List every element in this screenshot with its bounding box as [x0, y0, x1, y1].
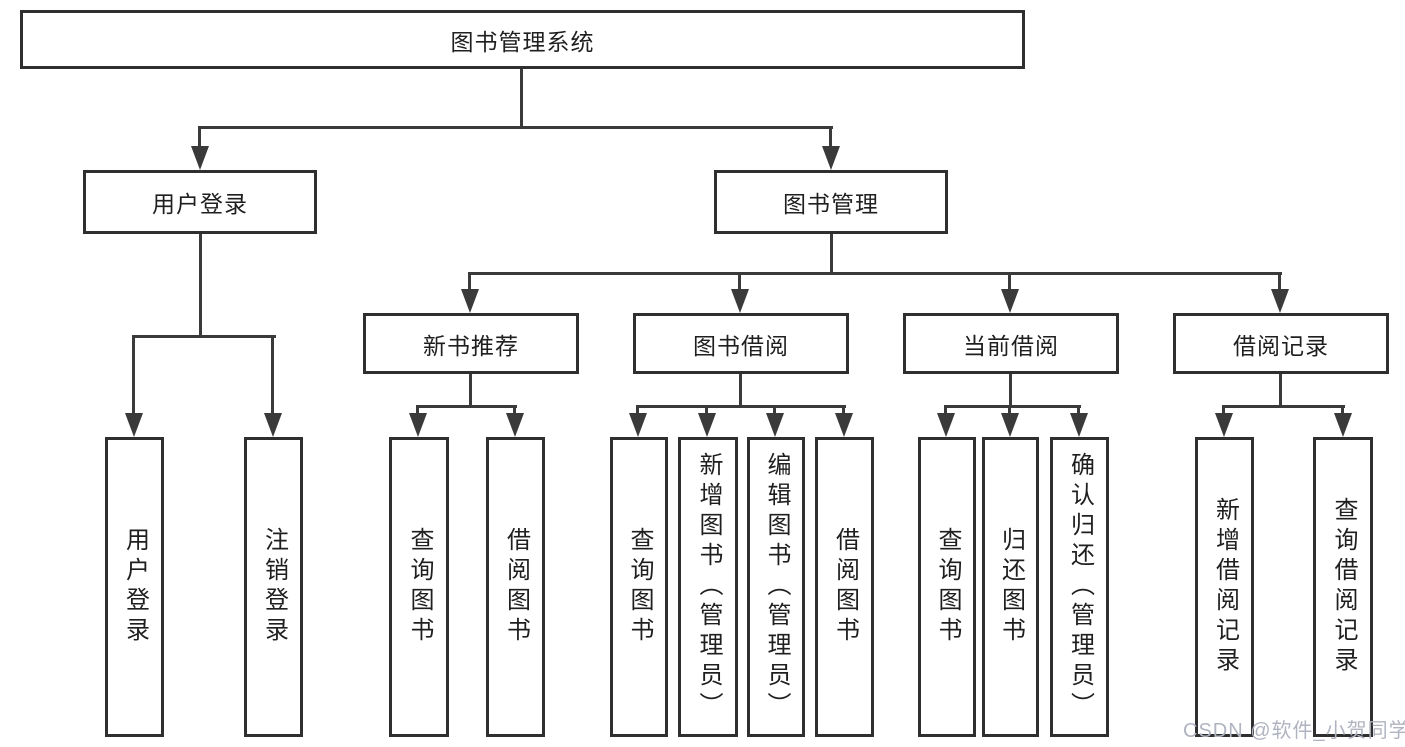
connector-arrow-line: [416, 405, 419, 417]
arrowhead-icon: [461, 289, 479, 313]
connector-arrow-line: [1222, 405, 1225, 417]
connector-line: [417, 405, 517, 408]
connector-arrow-line: [1008, 405, 1011, 417]
current-borrowing-node: 当前借阅: [903, 313, 1119, 374]
arrowhead-icon: [1001, 289, 1019, 313]
arrowhead-icon: [506, 413, 524, 437]
arrowhead-icon: [264, 413, 282, 437]
book-management-node: 图书管理: [714, 170, 948, 234]
connector-arrow-line: [468, 272, 471, 293]
connector-line: [199, 126, 833, 129]
connector-line: [469, 272, 1282, 275]
leaf-query-books-1-node: 查询图书: [389, 437, 449, 737]
connector-arrow-line: [773, 405, 776, 417]
user-login-node: 用户登录: [83, 170, 317, 234]
connector-arrow-line: [705, 405, 708, 417]
connector-arrow-line: [271, 335, 274, 417]
connector-line: [1223, 405, 1345, 408]
leaf-return-book-node: 归还图书: [982, 437, 1039, 737]
connector-arrow-line: [1341, 405, 1344, 417]
leaf-logout-node: 注销登录: [244, 437, 303, 737]
arrowhead-icon: [835, 413, 853, 437]
connector-line: [1009, 373, 1012, 407]
connector-arrow-line: [1278, 272, 1281, 293]
leaf-add-book-admin-node: 新增图书（管理员）: [678, 437, 738, 737]
connector-arrow-line: [636, 405, 639, 417]
leaf-confirm-return-admin-node: 确认归还（管理员）: [1050, 437, 1109, 737]
leaf-borrow-books-1-node: 借阅图书: [486, 437, 545, 737]
connector-line: [830, 233, 833, 274]
connector-line: [520, 68, 523, 129]
leaf-query-borrow-record-node: 查询借阅记录: [1313, 437, 1373, 737]
borrowing-records-node: 借阅记录: [1173, 313, 1389, 374]
arrowhead-icon: [766, 413, 784, 437]
arrowhead-icon: [822, 146, 840, 170]
connector-line: [469, 373, 472, 407]
book-borrowing-node: 图书借阅: [633, 313, 849, 374]
connector-line: [1279, 373, 1282, 407]
arrowhead-icon: [698, 413, 716, 437]
connector-arrow-line: [132, 335, 135, 417]
connector-line: [199, 233, 202, 337]
arrowhead-icon: [629, 413, 647, 437]
leaf-user-login-node: 用户登录: [105, 437, 164, 737]
new-book-recommend-node: 新书推荐: [363, 313, 579, 374]
connector-arrow-line: [1077, 405, 1080, 417]
connector-arrow-line: [513, 405, 516, 417]
arrowhead-icon: [731, 289, 749, 313]
connector-arrow-line: [842, 405, 845, 417]
system-root-node: 图书管理系统: [20, 10, 1025, 69]
arrowhead-icon: [125, 413, 143, 437]
connector-line: [945, 405, 1081, 408]
leaf-borrow-books-2-node: 借阅图书: [815, 437, 874, 737]
connector-arrow-line: [198, 126, 201, 150]
arrowhead-icon: [1070, 413, 1088, 437]
arrowhead-icon: [409, 413, 427, 437]
arrowhead-icon: [1215, 413, 1233, 437]
connector-arrow-line: [1008, 272, 1011, 293]
connector-arrow-line: [738, 272, 741, 293]
arrowhead-icon: [1334, 413, 1352, 437]
connector-arrow-line: [944, 405, 947, 417]
csdn-watermark: CSDN @软件_小贺同学: [1183, 720, 1405, 742]
leaf-query-books-3-node: 查询图书: [918, 437, 976, 737]
arrowhead-icon: [937, 413, 955, 437]
leaf-edit-book-admin-node: 编辑图书（管理员）: [747, 437, 805, 737]
connector-arrow-line: [829, 126, 832, 150]
arrowhead-icon: [1271, 289, 1289, 313]
arrowhead-icon: [1001, 413, 1019, 437]
leaf-add-borrow-record-node: 新增借阅记录: [1195, 437, 1254, 737]
arrowhead-icon: [191, 146, 209, 170]
connector-line: [637, 405, 846, 408]
connector-line: [739, 373, 742, 407]
leaf-query-books-2-node: 查询图书: [610, 437, 668, 737]
connector-line: [133, 335, 276, 338]
